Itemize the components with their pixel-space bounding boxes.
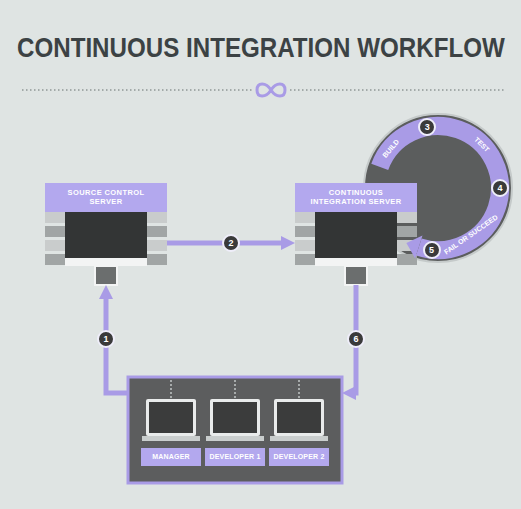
dotted-drop bbox=[170, 380, 172, 398]
server-rack bbox=[147, 226, 167, 237]
server-rack bbox=[45, 226, 65, 237]
server-rack bbox=[147, 212, 167, 223]
server-rack bbox=[397, 226, 417, 237]
workstation-label: DEVELOPER 1 bbox=[205, 448, 265, 466]
server-rack bbox=[397, 212, 417, 223]
server-label: SOURCE CONTROL SERVER bbox=[45, 183, 167, 212]
infinity-symbol bbox=[257, 84, 285, 96]
monitor-stand bbox=[95, 266, 117, 285]
laptop-base bbox=[142, 436, 200, 441]
monitor-chin bbox=[315, 258, 397, 266]
server-rack bbox=[295, 240, 315, 251]
ring-step-label: BUILD bbox=[381, 138, 400, 159]
callout-number: 4 bbox=[491, 179, 509, 197]
server-node: SOURCE CONTROL SERVER bbox=[45, 183, 167, 285]
monitor-stand bbox=[345, 266, 367, 285]
callout-number: 3 bbox=[418, 118, 436, 136]
dotted-drop bbox=[234, 380, 236, 398]
diagram-title: CONTINUOUS INTEGRATION WORKFLOW bbox=[17, 31, 505, 65]
laptop-base bbox=[270, 436, 328, 441]
server-rack bbox=[295, 226, 315, 237]
server-node: CONTINUOUS INTEGRATION SERVER bbox=[295, 183, 417, 285]
workstation-panel: MANAGERDEVELOPER 1DEVELOPER 2 bbox=[128, 377, 342, 483]
server-rack bbox=[295, 212, 315, 223]
workstation-panel-shape bbox=[128, 377, 342, 483]
laptop-base bbox=[206, 436, 264, 441]
server-rack bbox=[147, 254, 167, 265]
server-rack bbox=[45, 212, 65, 223]
laptop-lid bbox=[146, 399, 196, 436]
workstation-label: DEVELOPER 2 bbox=[269, 448, 329, 466]
dotted-drop bbox=[298, 380, 300, 398]
callout-number: 2 bbox=[222, 234, 240, 252]
server-label: CONTINUOUS INTEGRATION SERVER bbox=[295, 183, 417, 212]
dotted-rule bbox=[22, 89, 252, 91]
monitor-chin bbox=[65, 258, 147, 266]
callout-number: 6 bbox=[347, 330, 365, 348]
laptop-lid bbox=[274, 399, 324, 436]
laptop-screen bbox=[149, 402, 193, 433]
workstation-node: MANAGER bbox=[141, 396, 201, 466]
workstation-node: DEVELOPER 1 bbox=[205, 396, 265, 466]
server-rack bbox=[295, 254, 315, 265]
server-rack bbox=[45, 254, 65, 265]
workstation-node: DEVELOPER 2 bbox=[269, 396, 329, 466]
monitor-screen bbox=[65, 205, 147, 258]
callout-number: 1 bbox=[97, 330, 115, 348]
ring-step-label: FAIL OR SUCCEED bbox=[442, 214, 498, 256]
monitor-screen bbox=[315, 205, 397, 258]
dotted-rule bbox=[290, 89, 505, 91]
ring-arrowhead bbox=[406, 236, 422, 259]
laptop-screen bbox=[213, 402, 257, 433]
laptop-screen bbox=[277, 402, 321, 433]
server-rack bbox=[147, 240, 167, 251]
laptop-lid bbox=[210, 399, 260, 436]
callout-number: 5 bbox=[423, 241, 441, 259]
ring-step-label: TEST bbox=[473, 135, 491, 153]
server-rack bbox=[45, 240, 65, 251]
workstation-label: MANAGER bbox=[141, 448, 201, 466]
